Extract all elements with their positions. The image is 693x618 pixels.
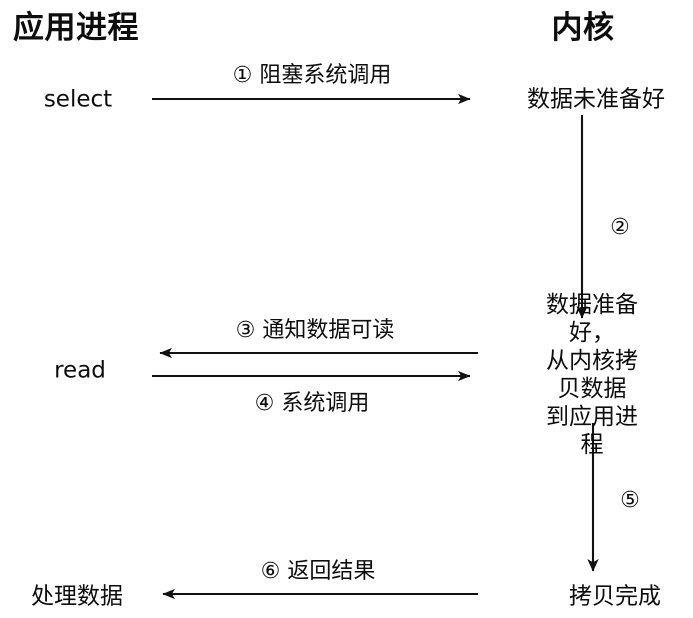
node-copy-complete: 拷贝完成	[569, 583, 661, 610]
arrow-label-step-1: ① 阻塞系统调用	[232, 63, 392, 89]
node-data-ready-copy: 数据准备好， 从内核拷贝数据 到应用进程	[546, 291, 638, 459]
arrow-label-step-2: ②	[610, 215, 630, 241]
arrow-label-step-3: ③ 通知数据可读	[235, 318, 395, 344]
arrow-label-step-4: ④ 系统调用	[254, 391, 370, 417]
arrow-label-step-5: ⑤	[620, 488, 640, 514]
node-process-data: 处理数据	[31, 583, 123, 610]
node-read: read	[54, 357, 106, 384]
lane-header-application-process: 应用进程	[13, 10, 139, 46]
node-data-not-ready: 数据未准备好	[527, 86, 665, 113]
lane-header-kernel: 内核	[551, 10, 615, 46]
arrow-label-step-6: ⑥ 返回结果	[260, 559, 376, 585]
node-select: select	[43, 86, 113, 113]
